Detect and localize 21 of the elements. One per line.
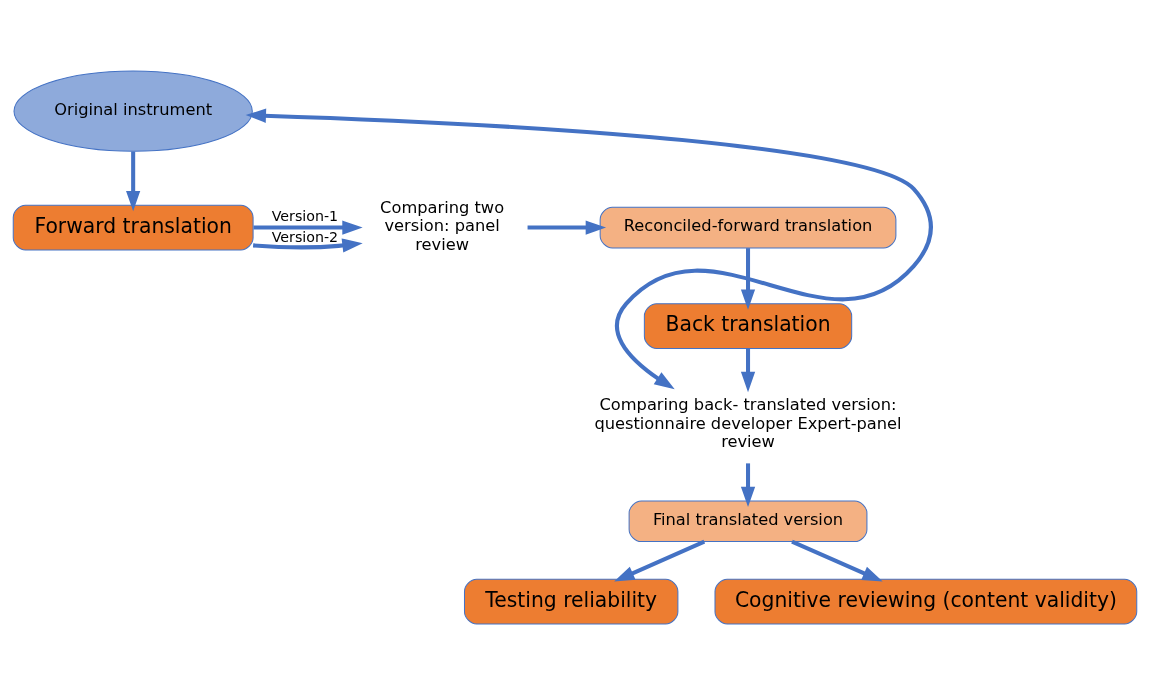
arrow <box>253 220 363 235</box>
node-box: Cognitive reviewing (content validity) <box>714 578 1137 625</box>
arrow <box>252 238 363 253</box>
node-ellipse: Original instrument <box>13 70 253 152</box>
node-box: Testing reliability <box>463 578 678 625</box>
node-box: Final translated version <box>628 500 867 543</box>
edge-label: Version-1 <box>271 207 338 224</box>
node-text: Comparing back- translated version: questionnaire developer Expert-panel review <box>593 395 902 451</box>
arrow <box>527 220 606 235</box>
arrow <box>790 539 883 582</box>
arrow <box>740 348 755 393</box>
arrow <box>740 248 755 310</box>
node-box: Reconciled-forward translation <box>599 206 896 249</box>
node-box: Back translation <box>643 303 852 350</box>
edge-label: Version-2 <box>271 229 338 246</box>
arrow <box>740 463 755 508</box>
arrow <box>125 151 140 212</box>
arrow <box>613 539 705 582</box>
node-text: Comparing two version: panel review <box>379 198 504 254</box>
arrow <box>245 108 933 390</box>
node-box: Forward translation <box>12 204 254 251</box>
